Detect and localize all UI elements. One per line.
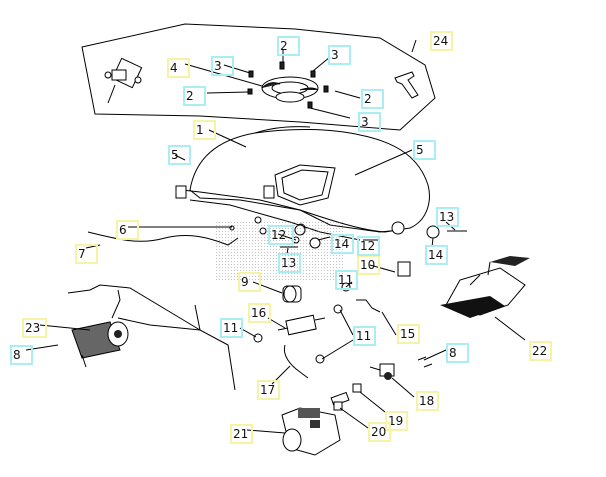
leader-lines [25, 39, 526, 434]
fuel-tank-part [175, 126, 430, 280]
fuel-cock-part [104, 57, 143, 104]
callout-11-upper[interactable]: 11 [335, 270, 358, 290]
vapor-hose-part-2 [111, 289, 121, 319]
callout-13-right[interactable]: 13 [436, 207, 459, 227]
callout-7[interactable]: 7 [75, 244, 98, 264]
callout-24[interactable]: 24 [430, 31, 453, 51]
callout-14-left[interactable]: 14 [331, 234, 354, 254]
callout-3-right[interactable]: 3 [328, 45, 351, 65]
vapor-hose-stub [194, 304, 201, 331]
vapor-hose-part [67, 284, 201, 331]
callout-12-left[interactable]: 12 [268, 225, 294, 245]
callout-10[interactable]: 10 [357, 255, 380, 275]
pressure-regulator-part [369, 363, 395, 380]
fuel-pump-part [440, 256, 530, 318]
rubber-bush-part [282, 285, 302, 303]
callout-12-right[interactable]: 12 [357, 236, 380, 256]
callout-18[interactable]: 18 [416, 391, 439, 411]
callout-17[interactable]: 17 [257, 380, 280, 400]
callout-5-left[interactable]: 5 [168, 145, 191, 165]
injector-clip-part [352, 383, 362, 393]
callout-23[interactable]: 23 [22, 318, 47, 338]
charcoal-canister-part [71, 321, 129, 368]
fuel-cap-part [261, 76, 319, 103]
fuel-cap-group-outline [81, 23, 436, 131]
callout-20[interactable]: 20 [368, 422, 391, 442]
callout-2-right[interactable]: 2 [361, 89, 384, 109]
callout-1[interactable]: 1 [193, 120, 216, 140]
callout-8-left[interactable]: 8 [10, 345, 33, 365]
screws-pair-part [417, 356, 433, 368]
callout-8-right[interactable]: 8 [446, 343, 469, 363]
vapor-hose-part-3 [117, 317, 236, 391]
callout-13-left[interactable]: 13 [278, 253, 301, 273]
throttle-body-part [281, 407, 341, 456]
callout-11-left[interactable]: 11 [220, 318, 243, 338]
callout-4[interactable]: 4 [167, 58, 190, 78]
fuel-hose-part [283, 344, 309, 379]
hose-clamp-part [253, 333, 263, 343]
cap-fasteners [247, 61, 329, 109]
breather-hose-part [87, 231, 239, 246]
callout-21[interactable]: 21 [230, 424, 253, 444]
callout-9[interactable]: 9 [238, 272, 261, 292]
callout-3-left[interactable]: 3 [211, 56, 234, 76]
callout-14-right[interactable]: 14 [425, 245, 448, 265]
callout-19[interactable]: 19 [385, 411, 408, 431]
callout-6[interactable]: 6 [116, 220, 139, 240]
callout-15[interactable]: 15 [397, 324, 420, 344]
callout-3-bottom[interactable]: 3 [358, 112, 381, 132]
hose-clamp-part [315, 354, 325, 364]
callout-16[interactable]: 16 [248, 303, 271, 323]
fuel-filter-part [277, 314, 326, 336]
fuel-hose-short-part [356, 299, 381, 313]
callout-22[interactable]: 22 [529, 341, 552, 361]
callout-2-left[interactable]: 2 [183, 86, 206, 106]
callout-2-top[interactable]: 2 [277, 36, 300, 56]
bracket-part [394, 71, 419, 99]
injector-part [330, 391, 350, 411]
callout-5-right[interactable]: 5 [413, 140, 436, 160]
callout-11-pair[interactable]: 11 [353, 326, 376, 346]
